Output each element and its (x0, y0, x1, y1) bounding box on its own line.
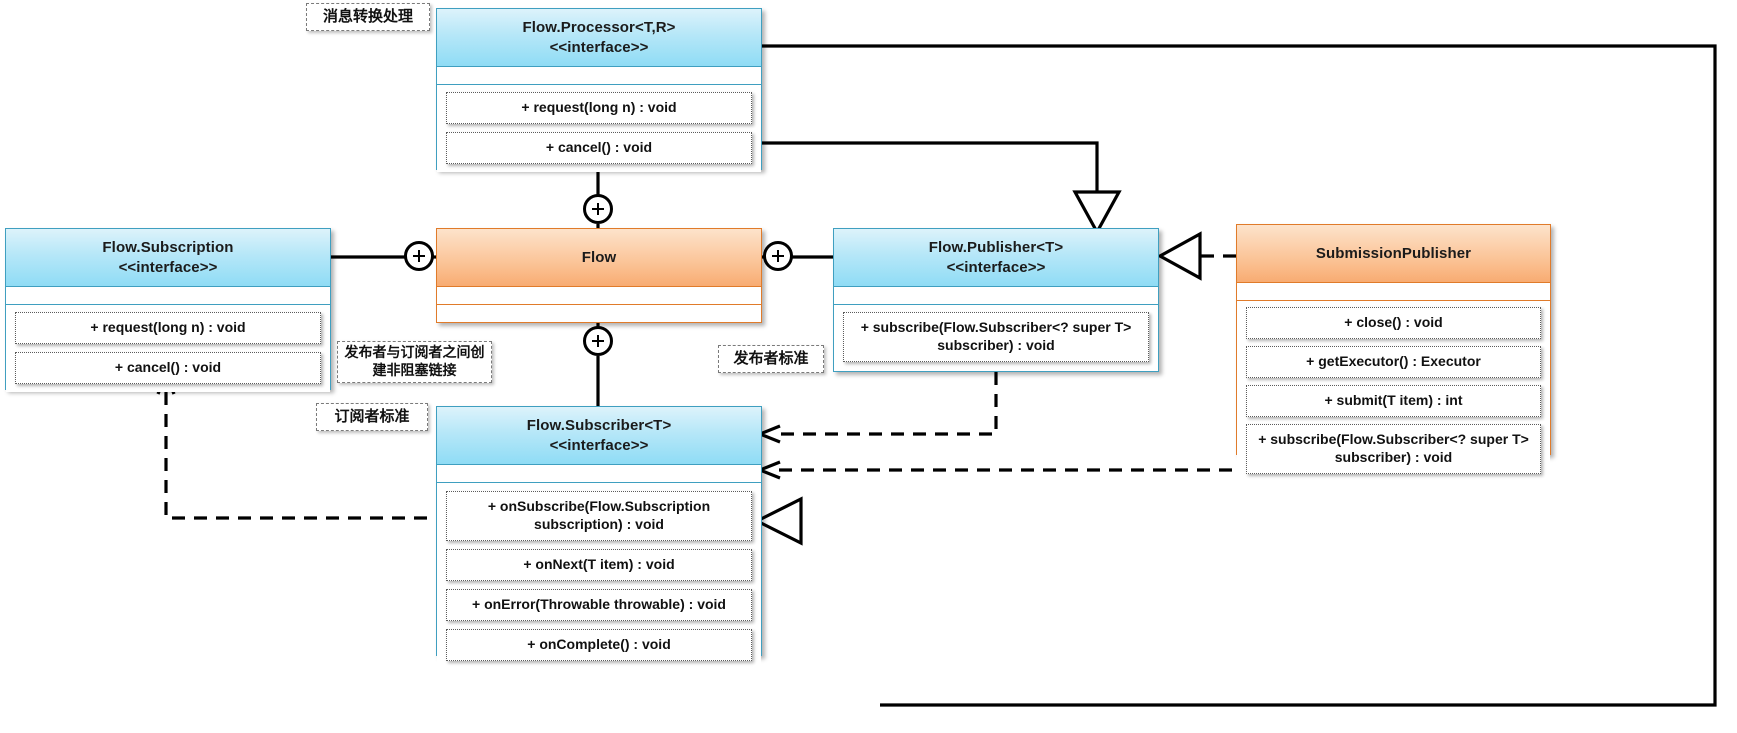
class-operations-flow-publisher: + subscribe(Flow.Subscriber<? super T> s… (834, 305, 1158, 370)
note-subscription: 发布者与订阅者之间创建非阻塞链接 (337, 341, 492, 383)
class-title-submission-publisher: SubmissionPublisher (1237, 225, 1550, 283)
class-attributes-flow-processor (437, 67, 761, 85)
class-name-flow-processor: Flow.Processor<T,R> (522, 19, 676, 36)
class-name-submission-publisher: SubmissionPublisher (1315, 244, 1472, 262)
operation-row[interactable]: + submit(T item) : int (1246, 384, 1541, 417)
nested-connector-flow-subscriber (583, 326, 613, 356)
operation-row[interactable]: + cancel() : void (446, 131, 752, 164)
class-attributes-submission-publisher (1237, 283, 1550, 301)
class-name-flow-subscriber: Flow.Subscriber<T> (526, 417, 672, 434)
operation-row[interactable]: + onNext(T item) : void (446, 548, 752, 581)
operation-row[interactable]: + subscribe(Flow.Subscriber<? super T> s… (1246, 423, 1541, 474)
note-subscription-text: 发布者与订阅者之间创建非阻塞链接 (344, 344, 485, 379)
class-stereotype-flow-subscription: <<interface>> (118, 258, 218, 276)
class-box-flow-subscription[interactable]: Flow.Subscription <<interface>> + reques… (5, 228, 331, 392)
class-attributes-flow (437, 287, 761, 305)
class-box-flow-publisher[interactable]: Flow.Publisher<T> <<interface>> + subscr… (833, 228, 1159, 372)
class-operations-flow-subscription: + request(long n) : void + cancel() : vo… (6, 305, 330, 392)
note-subscriber-text: 订阅者标准 (334, 407, 410, 426)
operation-row[interactable]: + onSubscribe(Flow.Subscription subscrip… (446, 491, 752, 541)
class-title-flow-subscriber: Flow.Subscriber<T> <<interface>> (437, 407, 761, 465)
operation-row[interactable]: + getExecutor() : Executor (1246, 345, 1541, 378)
note-publisher-text: 发布者标准 (733, 349, 809, 368)
nested-connector-flow-processor (583, 194, 613, 224)
note-processor-text: 消息转换处理 (322, 7, 413, 26)
operation-row[interactable]: + subscribe(Flow.Subscriber<? super T> s… (843, 312, 1149, 362)
class-box-submission-publisher[interactable]: SubmissionPublisher + close() : void + g… (1236, 224, 1551, 482)
note-processor: 消息转换处理 (306, 3, 430, 31)
class-box-flow[interactable]: Flow (436, 228, 762, 323)
nested-connector-flow-publisher (763, 241, 793, 271)
class-title-flow-processor: Flow.Processor<T,R> <<interface>> (437, 9, 761, 67)
class-operations-flow-processor: + request(long n) : void + cancel() : vo… (437, 85, 761, 172)
class-stereotype-flow-subscriber: <<interface>> (549, 436, 649, 454)
class-attributes-flow-publisher (834, 287, 1158, 305)
operation-row[interactable]: + cancel() : void (15, 351, 321, 384)
class-attributes-flow-subscriber (437, 465, 761, 483)
class-box-flow-subscriber[interactable]: Flow.Subscriber<T> <<interface>> + onSub… (436, 406, 762, 669)
class-operations-flow (437, 305, 761, 322)
note-publisher: 发布者标准 (718, 345, 824, 373)
note-subscriber: 订阅者标准 (316, 403, 428, 431)
operation-row[interactable]: + onComplete() : void (446, 628, 752, 661)
class-stereotype-flow-processor: <<interface>> (549, 38, 649, 56)
class-name-flow-publisher: Flow.Publisher<T> (928, 239, 1064, 256)
class-stereotype-flow-publisher: <<interface>> (946, 258, 1046, 276)
class-title-flow: Flow (437, 229, 761, 287)
class-operations-submission-publisher: + close() : void + getExecutor() : Execu… (1237, 301, 1550, 482)
nested-connector-flow-subscription (404, 241, 434, 271)
class-title-flow-publisher: Flow.Publisher<T> <<interface>> (834, 229, 1158, 287)
class-attributes-flow-subscription (6, 287, 330, 305)
operation-row[interactable]: + request(long n) : void (15, 312, 321, 344)
operation-row[interactable]: + request(long n) : void (446, 92, 752, 124)
class-box-flow-processor[interactable]: Flow.Processor<T,R> <<interface>> + requ… (436, 8, 762, 172)
class-name-flow: Flow (581, 248, 617, 266)
operation-row[interactable]: + close() : void (1246, 307, 1541, 339)
class-name-flow-subscription: Flow.Subscription (102, 239, 234, 256)
class-title-flow-subscription: Flow.Subscription <<interface>> (6, 229, 330, 287)
class-operations-flow-subscriber: + onSubscribe(Flow.Subscription subscrip… (437, 483, 761, 669)
operation-row[interactable]: + onError(Throwable throwable) : void (446, 588, 752, 621)
